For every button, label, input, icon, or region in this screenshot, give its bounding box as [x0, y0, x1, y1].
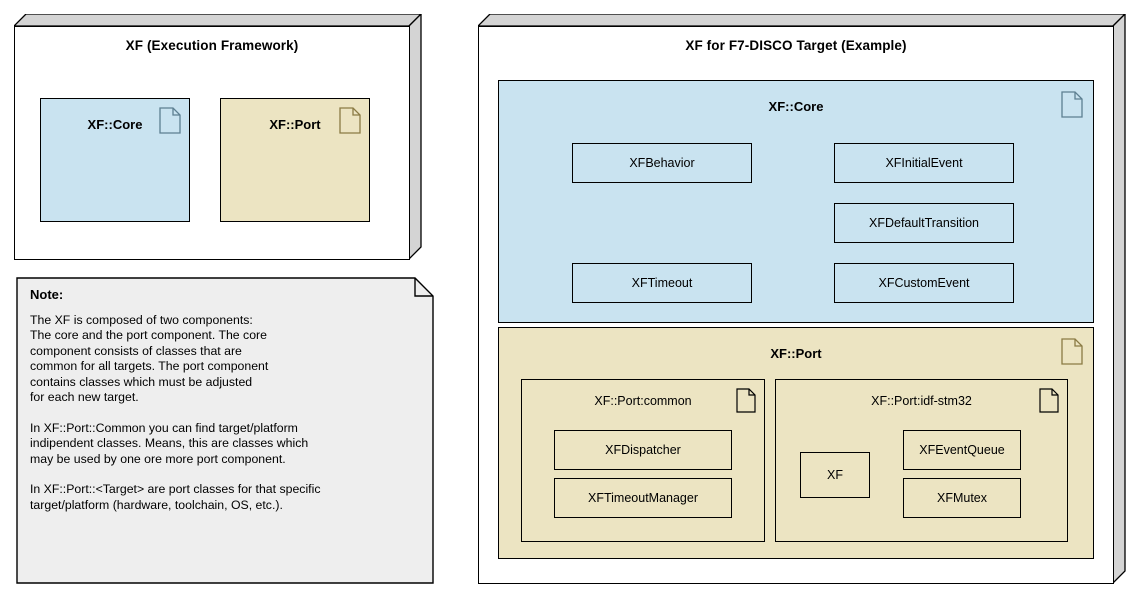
- document-icon: [1061, 338, 1083, 365]
- left-panel-title: XF (Execution Framework): [125, 38, 299, 53]
- class-label: XFDispatcher: [605, 442, 681, 457]
- document-icon: [1039, 388, 1059, 413]
- class-label: XFMutex: [936, 490, 987, 505]
- document-icon: [339, 107, 361, 134]
- subcomponent-xf-port-idf-stm32[interactable]: XF::Port:idf-stm32 XF XFEventQueue XFMut…: [775, 379, 1068, 542]
- class-label: XFTimeout: [631, 275, 693, 290]
- note-body-text: The XF is composed of two components: Th…: [30, 313, 321, 512]
- class-box[interactable]: XFBehavior: [572, 143, 752, 183]
- component-xf-port-target-label: XF::Port: [770, 346, 822, 361]
- component-xf-port-label: XF::Port: [269, 117, 321, 132]
- component-xf-core-target[interactable]: XF::Core XFBehavior XFTimeout XFInitialE…: [498, 80, 1094, 323]
- component-xf-core[interactable]: XF::Core: [40, 98, 190, 222]
- component-xf-port[interactable]: XF::Port: [220, 98, 370, 222]
- document-icon: [1061, 91, 1083, 118]
- class-box[interactable]: XFMutex: [903, 478, 1021, 518]
- note-heading: Note:: [30, 287, 64, 302]
- component-xf-core-label: XF::Core: [87, 117, 143, 132]
- class-box[interactable]: XFInitialEvent: [834, 143, 1014, 183]
- component-xf-core-target-label: XF::Core: [768, 99, 824, 114]
- right-panel-title: XF for F7-DISCO Target (Example): [685, 38, 907, 53]
- document-icon: [736, 388, 756, 413]
- subcomponent-xf-port-common[interactable]: XF::Port:common XFDispatcher XFTimeoutMa…: [521, 379, 765, 542]
- class-label: XFDefaultTransition: [869, 215, 979, 230]
- class-box[interactable]: XFCustomEvent: [834, 263, 1014, 303]
- class-label: XF: [827, 467, 843, 482]
- class-box[interactable]: XFTimeout: [572, 263, 752, 303]
- class-box[interactable]: XFDefaultTransition: [834, 203, 1014, 243]
- class-box[interactable]: XFTimeoutManager: [554, 478, 732, 518]
- xf-framework-package: XF (Execution Framework) XF::Core XF::Po…: [14, 14, 422, 260]
- class-label: XFCustomEvent: [878, 275, 970, 290]
- class-box[interactable]: XFEventQueue: [903, 430, 1021, 470]
- subcomponent-xf-port-idf-stm32-label: XF::Port:idf-stm32: [871, 394, 972, 408]
- class-label: XFBehavior: [629, 155, 695, 170]
- class-label: XFEventQueue: [919, 442, 1005, 457]
- class-label: XFTimeoutManager: [588, 490, 698, 505]
- class-box[interactable]: XF: [800, 452, 870, 498]
- xf-target-package: XF for F7-DISCO Target (Example) XF::Cor…: [478, 14, 1126, 584]
- subcomponent-xf-port-common-label: XF::Port:common: [594, 394, 692, 408]
- document-icon: [159, 107, 181, 134]
- note-shape: [16, 277, 434, 584]
- note-box: Note: The XF is composed of two componen…: [16, 277, 434, 584]
- class-label: XFInitialEvent: [885, 155, 963, 170]
- component-xf-port-target[interactable]: XF::Port XF::Port:common XFDispatcher XF…: [498, 327, 1094, 559]
- class-box[interactable]: XFDispatcher: [554, 430, 732, 470]
